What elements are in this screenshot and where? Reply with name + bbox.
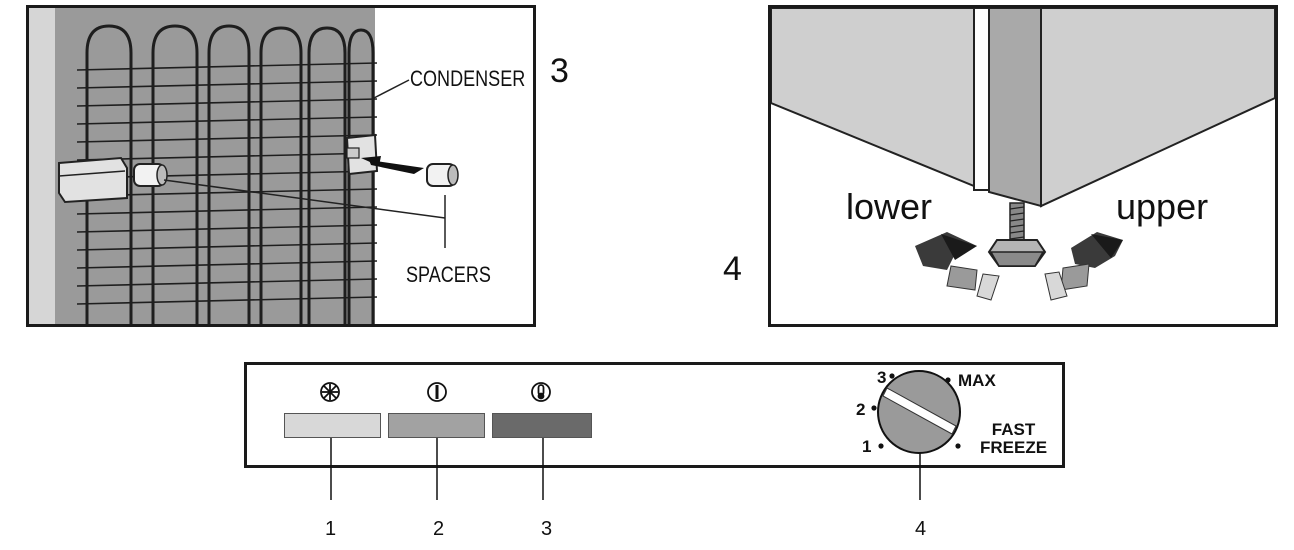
right-bracket xyxy=(345,133,379,176)
spacers-label: SPACERS xyxy=(406,262,491,287)
callout-4: 4 xyxy=(915,518,927,540)
dial-mark-fast-freeze: FAST FREEZE xyxy=(980,421,1047,457)
lower-rotation-arrow xyxy=(915,232,1000,301)
lower-label: lower xyxy=(846,186,933,227)
freeze-label: FREEZE xyxy=(980,438,1048,457)
condenser-illustration xyxy=(29,8,533,324)
upper-label: upper xyxy=(1116,186,1209,227)
indicator-light-3 xyxy=(492,413,592,438)
indicator-light-2 xyxy=(388,413,485,438)
condenser-figure xyxy=(26,5,536,327)
left-bracket xyxy=(58,156,128,204)
indicator-light-1 xyxy=(284,413,381,438)
left-spacer xyxy=(133,163,168,187)
callout-2: 2 xyxy=(433,518,445,540)
figure-number-4: 4 xyxy=(723,250,742,288)
leader-lines xyxy=(163,79,446,248)
upper-rotation-arrow xyxy=(1044,232,1123,301)
condenser-crosswires xyxy=(76,62,378,305)
right-spacer xyxy=(426,163,459,187)
dial-mark-1: 1 xyxy=(862,437,872,456)
dial-mark-max: MAX xyxy=(958,371,996,390)
adjustable-feet-figure xyxy=(768,5,1278,327)
dial-mark-3: 3 xyxy=(877,368,887,387)
callout-1: 1 xyxy=(325,518,337,540)
feet-illustration xyxy=(771,8,1275,324)
condenser-label: CONDENSER xyxy=(410,66,526,91)
insert-arrow xyxy=(369,160,424,174)
figure-number-3: 3 xyxy=(550,52,569,90)
callout-3: 3 xyxy=(541,518,553,540)
fast-label: FAST xyxy=(991,420,1036,439)
dial-mark-2: 2 xyxy=(856,400,866,419)
condenser-coil xyxy=(85,24,375,324)
